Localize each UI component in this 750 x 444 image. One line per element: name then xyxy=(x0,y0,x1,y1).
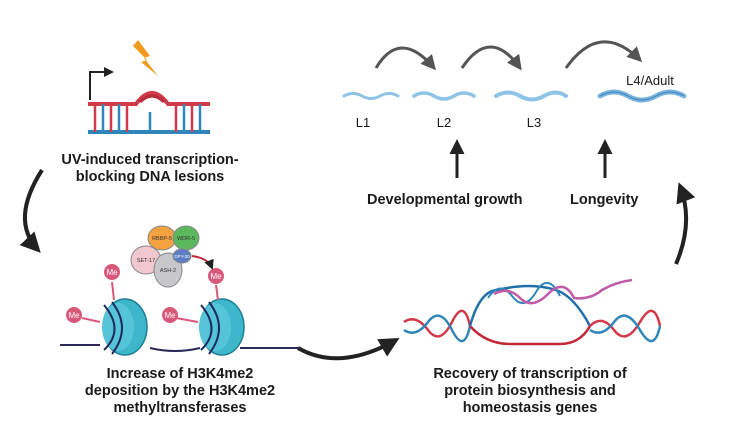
dna-lesion-illustration xyxy=(88,40,210,134)
transcription-start-arrow xyxy=(89,67,114,100)
worm-l1 xyxy=(342,92,400,100)
me-mark-4: Me xyxy=(208,268,224,301)
lesion-bump xyxy=(138,94,166,104)
caption-transcription-recovery: Recovery of transcription of protein bio… xyxy=(433,366,627,416)
svg-text:ASH-2: ASH-2 xyxy=(160,268,176,274)
stage-label-l3: L3 xyxy=(527,115,541,130)
chromatin-fiber xyxy=(60,344,300,352)
outcome-developmental-growth: Developmental growth xyxy=(367,192,523,208)
dna-top-strand xyxy=(88,91,210,106)
outcome-longevity: Longevity xyxy=(570,192,639,208)
worm-l2 xyxy=(412,91,476,101)
arrow-methylation-to-recovery xyxy=(297,338,400,361)
svg-text:WDR-5: WDR-5 xyxy=(177,236,195,242)
methylation-arrow xyxy=(191,255,214,270)
stage-label-l1: L1 xyxy=(356,115,370,130)
caption-uv-lesions: UV-induced transcription- blocking DNA l… xyxy=(61,152,239,185)
svg-text:DPY-30: DPY-30 xyxy=(174,254,190,259)
template-strand xyxy=(469,325,592,346)
coding-strand xyxy=(468,284,592,327)
stage-arrow-2 xyxy=(460,45,522,71)
stage-label-l2: L2 xyxy=(437,115,451,130)
me-mark-1: Me xyxy=(104,264,120,301)
arrow-recovery-to-outcomes xyxy=(674,182,696,265)
caption-h3k4me2-deposition: Increase of H3K4me2 deposition by the H3… xyxy=(84,366,276,416)
transcription-bubble-illustration xyxy=(403,278,662,346)
worm-l3 xyxy=(494,90,568,102)
nucleosome-2 xyxy=(199,298,245,356)
worm-l4-adult xyxy=(597,89,687,103)
dna-base-pairs xyxy=(93,104,202,132)
nucleosome-1 xyxy=(102,298,148,356)
svg-text:SET-17: SET-17 xyxy=(137,258,155,264)
rna-transcript xyxy=(493,278,633,305)
stage-arrow-3 xyxy=(564,40,643,69)
svg-text:Me: Me xyxy=(106,268,118,277)
stage-arrow-1 xyxy=(374,46,436,71)
uv-lightning-icon xyxy=(133,40,158,76)
me-mark-3: Me xyxy=(162,307,199,323)
worm-stages xyxy=(342,40,687,103)
svg-text:Me: Me xyxy=(164,311,176,320)
methyltransferase-complex: SET-17 RBBP-5 WDR-5 ASH-2 DPY-30 xyxy=(130,225,200,288)
me-mark-2: Me xyxy=(66,307,101,323)
nucleosome-illustration: Me Me Me Me xyxy=(60,255,300,356)
svg-text:RBBP-5: RBBP-5 xyxy=(152,236,172,242)
svg-text:Me: Me xyxy=(210,272,222,281)
svg-text:Me: Me xyxy=(68,311,80,320)
arrow-lesion-to-methylation xyxy=(19,168,44,253)
stage-label-l4-adult: L4/Adult xyxy=(626,73,674,88)
